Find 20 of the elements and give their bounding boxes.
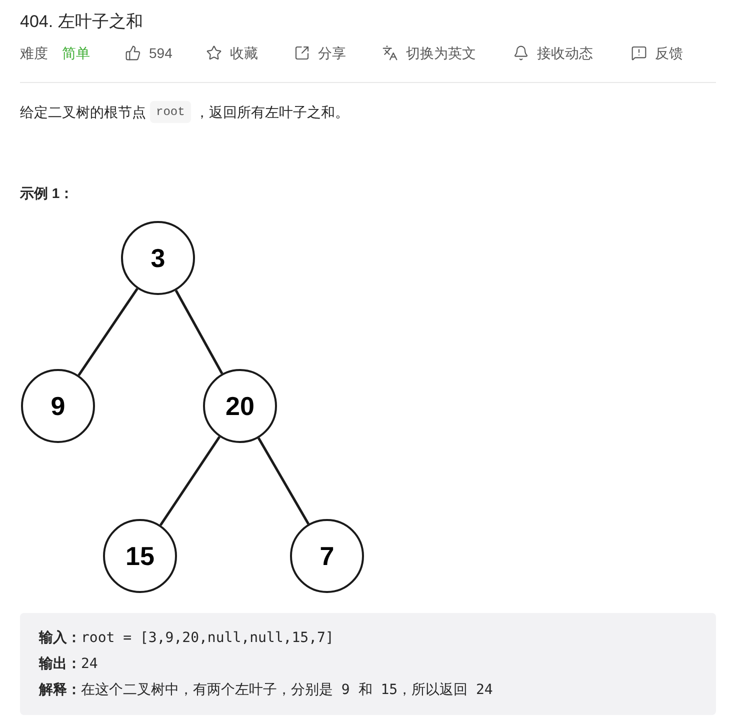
tree-edge bbox=[257, 437, 310, 525]
tree-edge bbox=[174, 290, 224, 374]
tree-edge bbox=[159, 436, 221, 526]
subscribe-link: 接收动态 bbox=[537, 44, 593, 63]
example-line: 解释：在这个二叉树中，有两个左叶子，分别是 9 和 15，所以返回 24 bbox=[39, 681, 493, 700]
description-text: 给定二叉树的根节点 bbox=[20, 102, 146, 122]
language-switch-link: 切换为英文 bbox=[406, 44, 476, 63]
example-heading: 示例 1： bbox=[20, 184, 74, 203]
difficulty-value: 简单 bbox=[62, 44, 90, 63]
inline-code: root bbox=[150, 101, 191, 123]
share-link: 分享 bbox=[318, 44, 346, 63]
page-title: 404. 左叶子之和 bbox=[20, 11, 143, 33]
like-count: 594 bbox=[149, 44, 172, 63]
tree-edge bbox=[78, 288, 138, 376]
feedback-link: 反馈 bbox=[655, 44, 683, 63]
example-line: 输出：24 bbox=[39, 655, 98, 674]
description-text: ，返回所有左叶子之和。 bbox=[194, 102, 349, 122]
example-line: 输入：root = [3,9,20,null,null,15,7] bbox=[39, 629, 334, 648]
difficulty-label: 难度 bbox=[20, 44, 48, 63]
favorite-link: 收藏 bbox=[230, 44, 258, 63]
